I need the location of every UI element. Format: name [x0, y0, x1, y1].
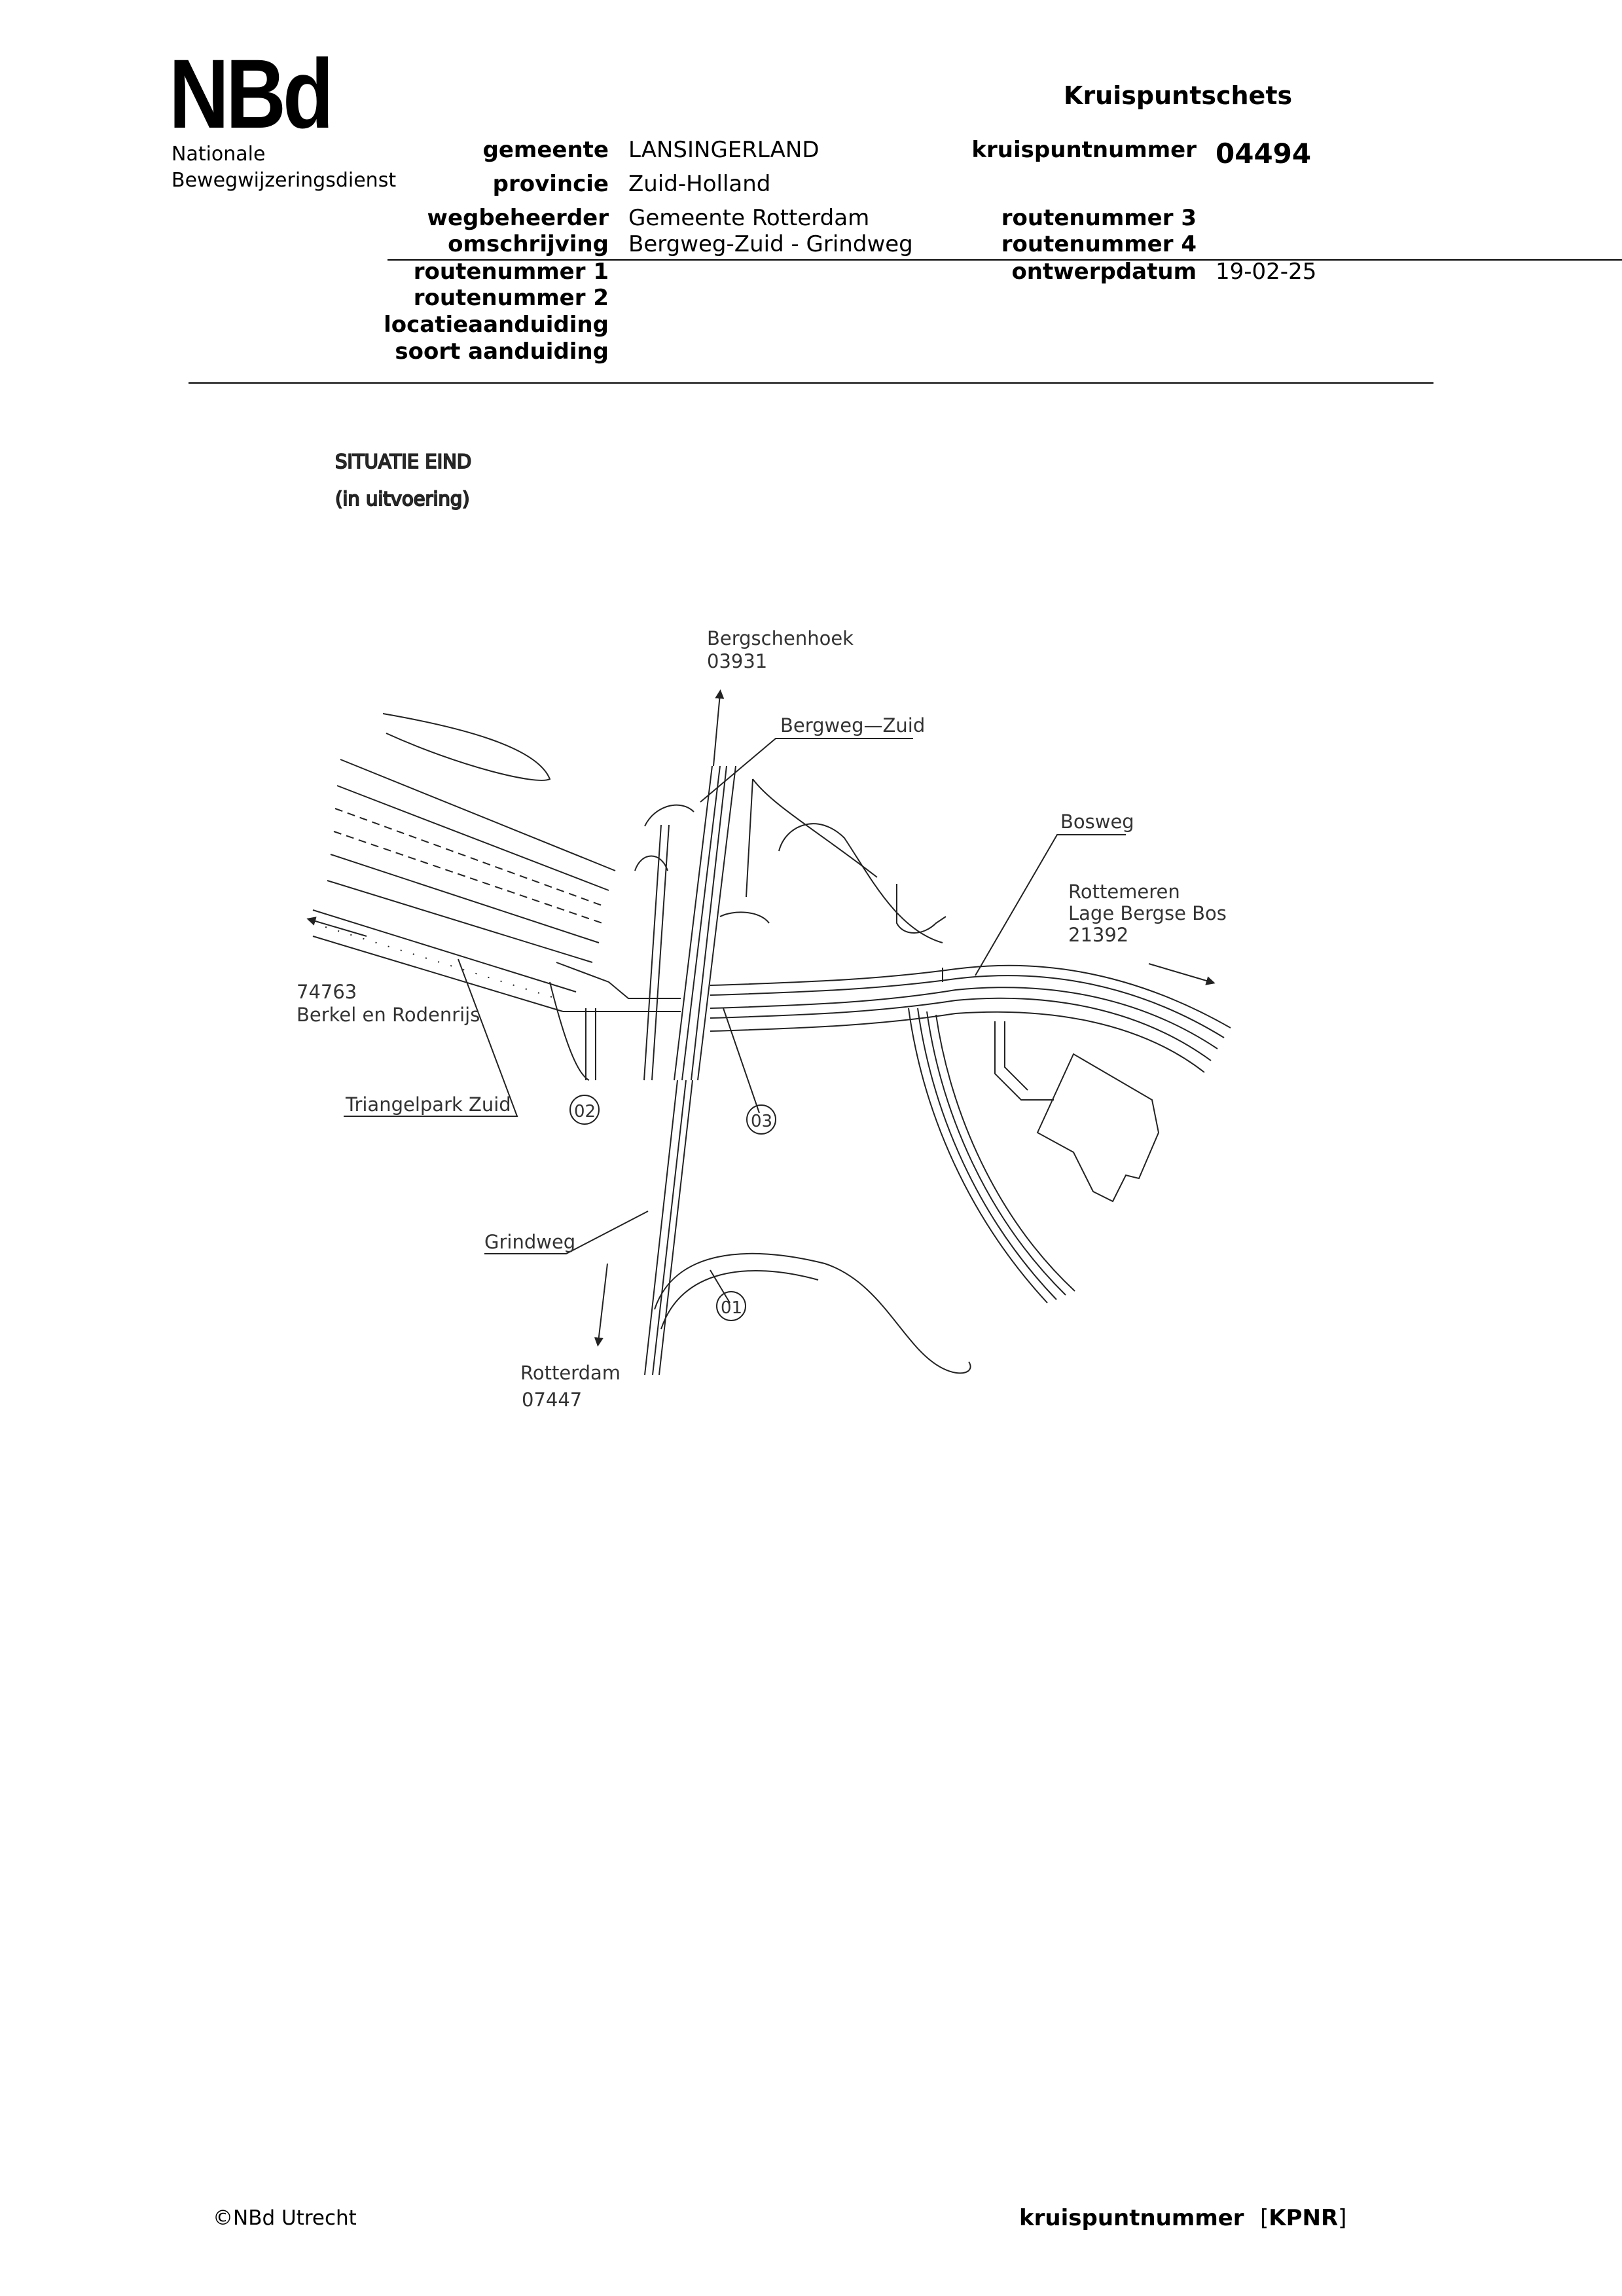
- arrow-east: [1149, 964, 1216, 985]
- arrow-north: [713, 689, 725, 766]
- south-west-line: [550, 982, 589, 1080]
- footer-kp-open: [: [1260, 2205, 1269, 2231]
- label-north-road: Bergweg—Zuid: [780, 714, 925, 737]
- header-rule-bottom: [189, 382, 1433, 384]
- marker-03-label: 03: [751, 1112, 772, 1131]
- nbd-logo: NBd: [169, 39, 334, 149]
- label-soort-aanduiding: soort aanduiding: [395, 338, 609, 365]
- arrow-west: [306, 917, 367, 936]
- south-loop: [655, 1254, 971, 1374]
- label-east-place-2: Lage Bergse Bos: [1068, 902, 1227, 924]
- marker-02-label: 02: [574, 1102, 596, 1121]
- label-routenummer-1: routenummer 1: [413, 259, 609, 285]
- value-provincie: Zuid-Holland: [628, 171, 771, 197]
- west-connector: [556, 962, 681, 1080]
- label-west-place: Berkel en Rodenrijs: [297, 1004, 480, 1026]
- label-west-road: Triangelpark Zuid: [345, 1093, 511, 1116]
- label-locatieaanduiding: locatieaanduiding: [384, 312, 609, 338]
- footer-kp-label: kruispuntnummer: [1019, 2205, 1244, 2231]
- leader-grindweg: [484, 1211, 648, 1254]
- leader-bergweg-zuid: [700, 738, 913, 802]
- logo-line-2: Bewegwijzeringsdienst: [171, 169, 397, 192]
- label-south-place: Rotterdam: [520, 1362, 621, 1384]
- marker-01-label: 01: [721, 1298, 742, 1318]
- label-east-code: 21392: [1068, 924, 1128, 946]
- building-outline: [995, 1021, 1159, 1201]
- label-south-code: 07447: [522, 1389, 582, 1411]
- value-ontwerpdatum: 19-02-25: [1216, 259, 1317, 285]
- marker-01-circle: [717, 1292, 746, 1321]
- value-wegbeheerder: Gemeente Rotterdam: [628, 205, 870, 231]
- label-provincie: provincie: [492, 171, 609, 197]
- label-routenummer-2: routenummer 2: [413, 285, 609, 311]
- label-wegbeheerder: wegbeheerder: [427, 205, 609, 231]
- label-south-road: Grindweg: [484, 1231, 575, 1253]
- label-west-code: 74763: [297, 981, 357, 1003]
- label-routenummer-3: routenummer 3: [1001, 205, 1197, 231]
- marker-03-circle: [747, 1105, 776, 1134]
- label-east-place-1: Rottemeren: [1068, 881, 1180, 903]
- arrow-south: [594, 1264, 607, 1347]
- label-gemeente: gemeente: [482, 137, 609, 163]
- footer-kp-placeholder: KPNR: [1269, 2205, 1339, 2231]
- leader-triangelpark: [344, 959, 517, 1116]
- leader-bosweg: [975, 835, 1126, 975]
- bosweg-road: [710, 966, 1231, 1072]
- label-east-road: Bosweg: [1060, 811, 1134, 833]
- label-kruispuntnummer: kruispuntnummer: [971, 137, 1197, 163]
- label-north-code: 03931: [707, 650, 767, 672]
- situation-note: (in uitvoering): [335, 488, 470, 510]
- leader-marker-01: [710, 1270, 730, 1303]
- south-east-curve: [909, 1008, 1075, 1303]
- footer-copyright: ©NBd Utrecht: [213, 2206, 357, 2230]
- west-service-strip: [635, 805, 694, 1080]
- logo-line-1: Nationale: [171, 143, 266, 166]
- label-ontwerpdatum: ontwerpdatum: [1011, 259, 1197, 285]
- north-east-area: [720, 779, 946, 943]
- marker-02-circle: [570, 1095, 599, 1124]
- value-omschrijving: Bergweg-Zuid - Grindweg: [628, 231, 913, 257]
- page-title: Kruispuntschets: [1064, 81, 1293, 110]
- leader-marker-03: [723, 1008, 759, 1113]
- main-north-south-road: [645, 766, 736, 1375]
- label-omschrijving: omschrijving: [448, 231, 609, 257]
- header-rule-top: [387, 259, 1622, 261]
- value-gemeente: LANSINGERLAND: [628, 137, 820, 163]
- situation-title: SITUATIE EIND: [335, 450, 471, 473]
- footer-kp-value: [KPNR]: [1260, 2205, 1346, 2231]
- value-kruispuntnummer: 04494: [1216, 137, 1312, 170]
- label-routenummer-4: routenummer 4: [1001, 231, 1197, 257]
- label-north-place: Bergschenhoek: [707, 627, 854, 649]
- western-motorway: [313, 714, 615, 1011]
- footer-kp-close: ]: [1338, 2205, 1347, 2231]
